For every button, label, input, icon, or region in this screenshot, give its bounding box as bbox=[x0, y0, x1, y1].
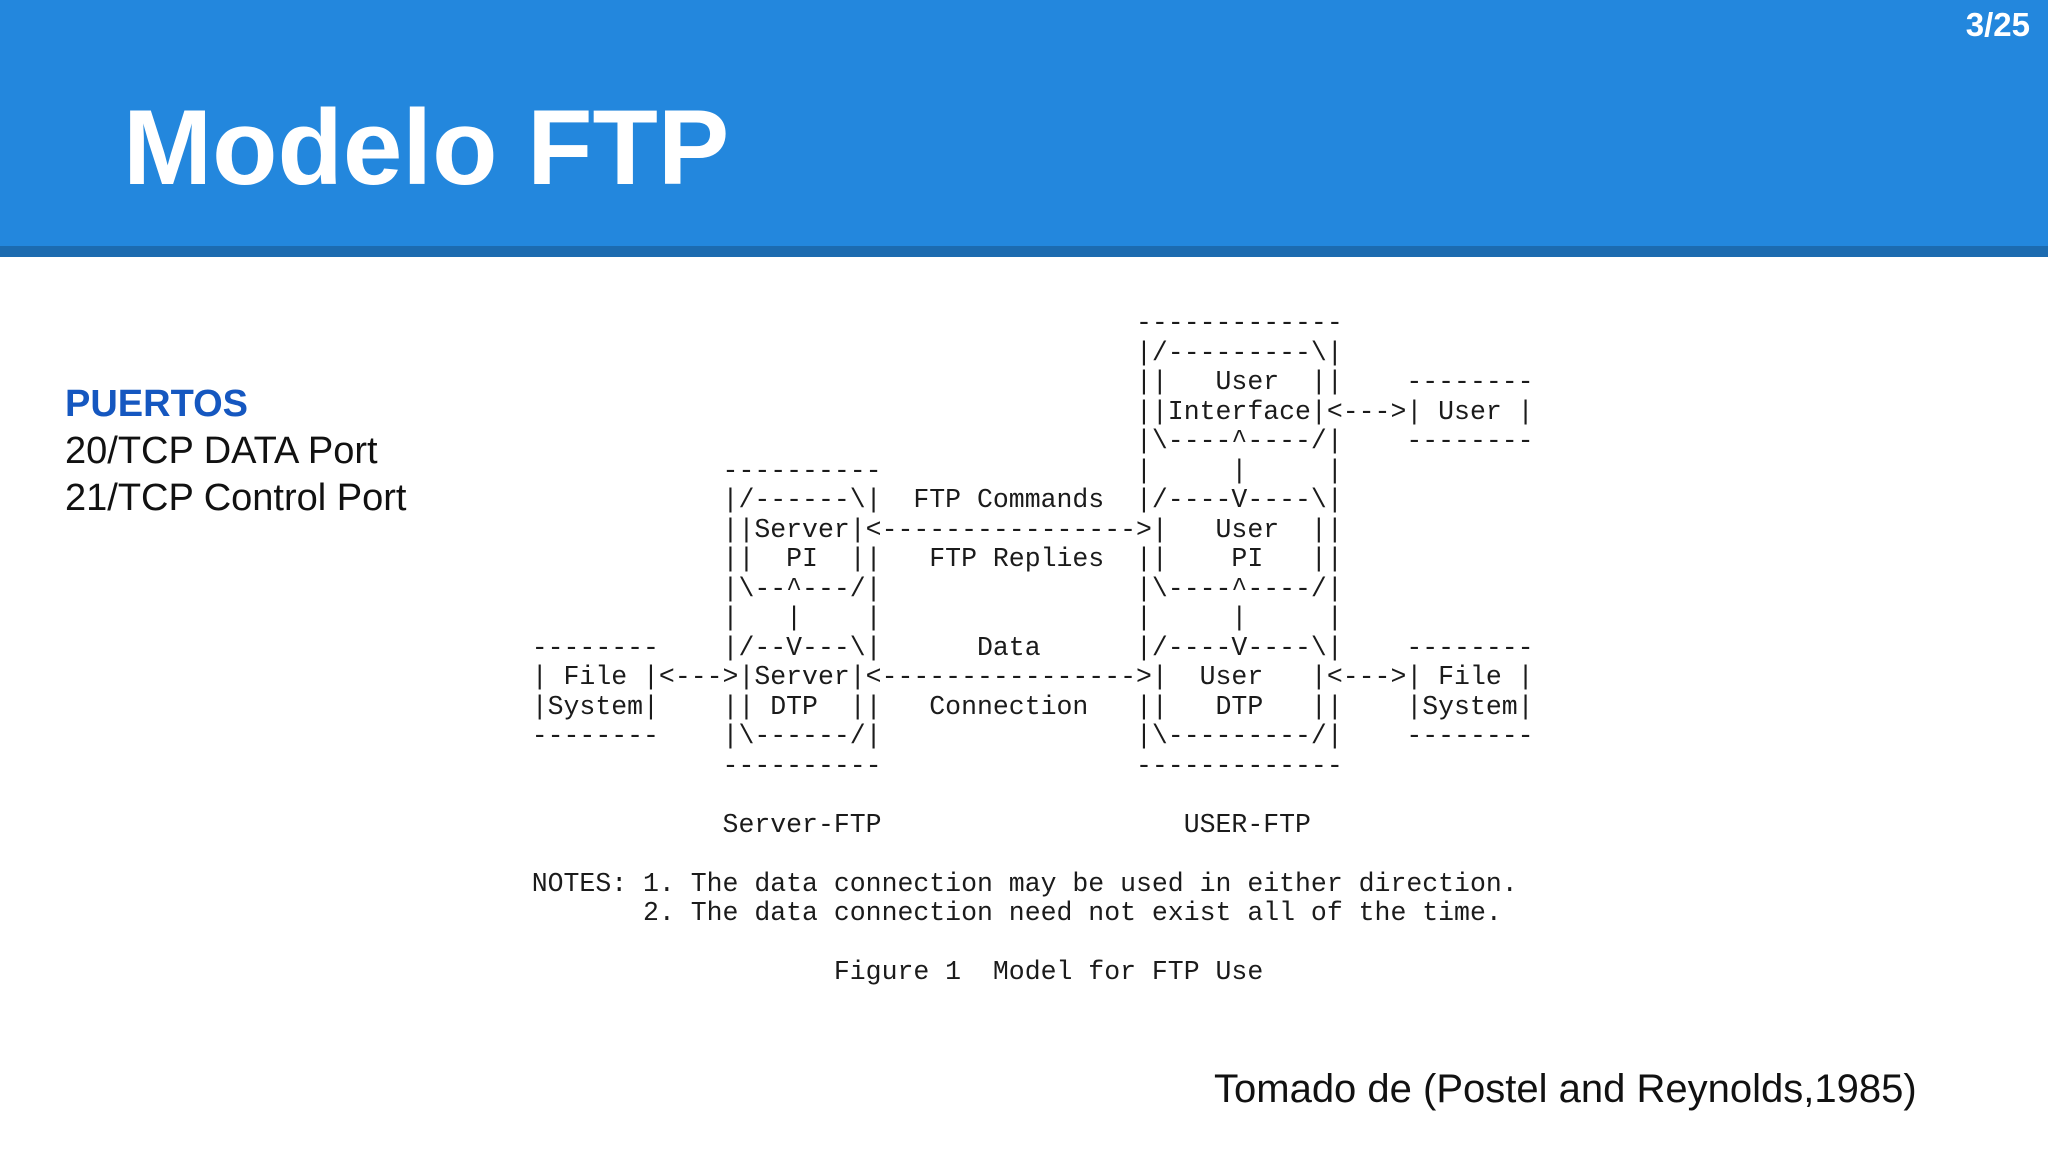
header-divider bbox=[0, 246, 2048, 257]
port-line-control: 21/TCP Control Port bbox=[65, 477, 407, 519]
source-credit: Tomado de (Postel and Reynolds,1985) bbox=[1214, 1067, 1917, 1111]
ports-heading: PUERTOS bbox=[65, 383, 249, 425]
slide-header bbox=[0, 0, 2048, 246]
ftp-model-ascii-diagram: ------------- |/---------\| || User || -… bbox=[531, 308, 1534, 987]
port-line-data: 20/TCP DATA Port bbox=[65, 430, 378, 472]
ports-block: PUERTOS 20/TCP DATA Port 21/TCP Control … bbox=[65, 381, 406, 522]
slide-title: Modelo FTP bbox=[123, 87, 730, 207]
slide-number: 3/25 bbox=[1965, 6, 2030, 43]
